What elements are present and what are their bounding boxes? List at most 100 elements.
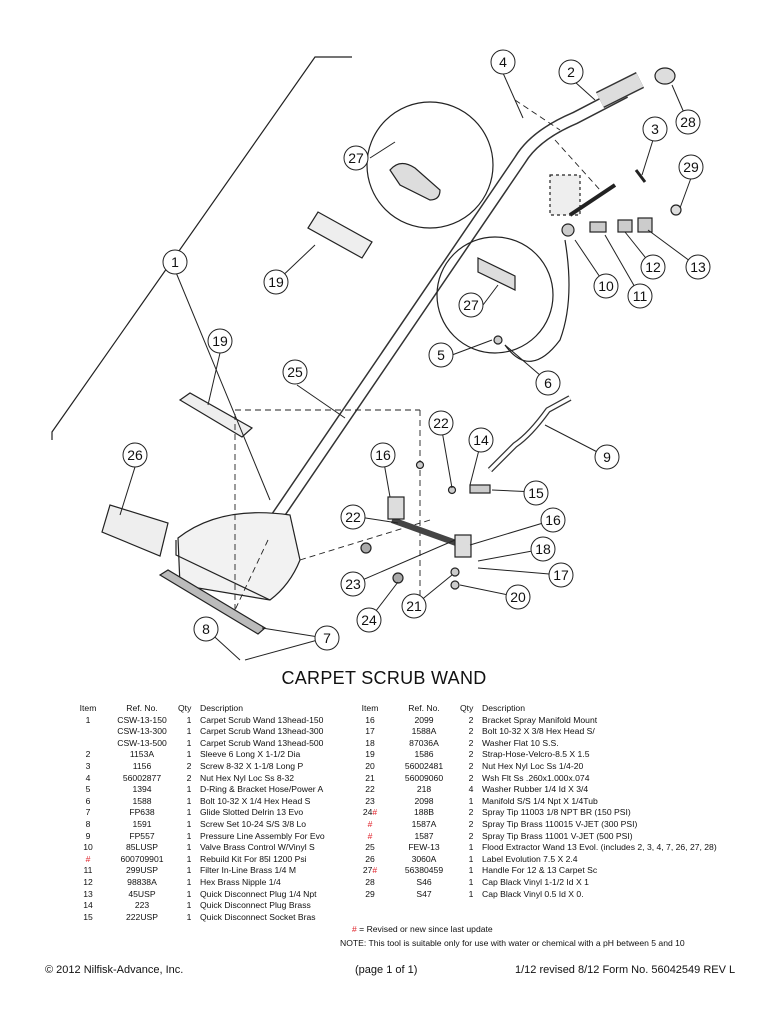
- cell-item: 24#: [362, 807, 378, 818]
- cell-ref: 3060A: [411, 853, 437, 864]
- cell-item: 19: [365, 749, 375, 760]
- cell-desc: Handle For 12 & 13 Carpet Sc: [482, 865, 598, 876]
- callout-3: 3: [642, 116, 668, 142]
- cell-desc: Carpet Scrub Wand 13head-500: [200, 737, 324, 748]
- callout-21: 21: [401, 593, 427, 619]
- cell-qty: 1: [468, 842, 474, 853]
- cell-qty: 2: [468, 749, 474, 760]
- svg-text:19: 19: [268, 274, 284, 290]
- cell-desc: Valve Brass Control W/Vinyl S: [200, 842, 315, 853]
- svg-text:27: 27: [463, 297, 479, 313]
- cell-ref: FEW-13: [408, 842, 440, 853]
- header-description: Description: [482, 703, 525, 713]
- svg-text:3: 3: [651, 121, 659, 137]
- cell-item: #: [85, 853, 91, 864]
- cell-qty: 1: [468, 865, 474, 876]
- cell-desc: Strap-Hose-Velcro-8.5 X 1.5: [482, 749, 590, 760]
- svg-text:24: 24: [361, 612, 377, 628]
- cell-item: 23: [365, 795, 375, 806]
- cell-qty: 2: [186, 760, 192, 771]
- form-number: 1/12 revised 8/12 Form No. 56042549 REV …: [515, 964, 736, 976]
- cell-item: #: [367, 818, 373, 829]
- callout-27a: 27: [343, 145, 369, 171]
- svg-text:9: 9: [603, 449, 611, 465]
- svg-text:11: 11: [633, 288, 648, 304]
- callout-13: 13: [685, 254, 711, 280]
- callout-15: 15: [523, 480, 549, 506]
- callout-6: 6: [535, 370, 561, 396]
- svg-text:12: 12: [645, 259, 661, 275]
- ph-note: NOTE: This tool is suitable only for use…: [340, 938, 685, 948]
- cell-ref: 1394: [132, 784, 152, 795]
- cell-qty: 1: [468, 876, 474, 887]
- cell-ref: CSW-13-300: [117, 726, 167, 737]
- cell-qty: 1: [186, 853, 192, 864]
- callout-16b: 16: [540, 507, 566, 533]
- callout-26: 26: [122, 442, 148, 468]
- svg-text:4: 4: [499, 54, 507, 70]
- svg-text:23: 23: [345, 576, 361, 592]
- cell-ref: 1588A: [411, 726, 437, 737]
- svg-text:13: 13: [690, 259, 706, 275]
- svg-text:16: 16: [375, 447, 391, 463]
- callout-12: 12: [640, 254, 666, 280]
- svg-text:2: 2: [567, 64, 575, 80]
- cell-qty: 1: [186, 749, 192, 760]
- cell-ref: S47: [416, 888, 432, 899]
- callout-19b: 19: [207, 328, 233, 354]
- cell-desc: Hex Brass Nipple 1/4: [200, 876, 281, 887]
- cell-ref: S46: [416, 876, 432, 887]
- cell-ref: CSW-13-150: [117, 714, 167, 725]
- svg-text:22: 22: [345, 509, 361, 525]
- cell-desc: Manifold S/S 1/4 Npt X 1/4Tub: [482, 795, 598, 806]
- callout-14: 14: [468, 427, 494, 453]
- document-title: CARPET SCRUB WAND: [281, 668, 487, 688]
- cell-item: 12: [83, 876, 93, 887]
- cell-item: 10: [83, 842, 93, 853]
- cell-qty: 1: [186, 818, 192, 829]
- cell-item: 7: [85, 807, 91, 818]
- header-item: Item: [79, 703, 97, 713]
- cell-item: 22: [365, 784, 375, 795]
- cell-item: 28: [365, 876, 375, 887]
- cell-item: 5: [85, 784, 91, 795]
- revised-note: # = Revised or new since last update: [352, 924, 493, 934]
- cell-qty: 1: [186, 900, 192, 911]
- cell-desc: Bolt 10-32 X 3/8 Hex Head S/: [482, 726, 595, 737]
- cell-qty: 1: [186, 865, 192, 876]
- cell-desc: Bolt 10-32 X 1/4 Hex Head S: [200, 795, 311, 806]
- cell-ref: 1587: [414, 830, 434, 841]
- cell-item: 13: [83, 888, 93, 899]
- drawing: [51, 56, 682, 635]
- header-qty: Qty: [178, 703, 192, 713]
- cell-ref: 1156: [132, 760, 152, 771]
- callout-29: 29: [678, 154, 704, 180]
- cell-desc: Washer Rubber 1/4 Id X 3/4: [482, 784, 589, 795]
- callout-5: 5: [428, 342, 454, 368]
- cell-ref: 45USP: [128, 888, 156, 899]
- cell-ref: 56380459: [404, 865, 444, 876]
- cell-desc: Nut Hex Nyl Loc Ss 8-32: [200, 772, 295, 783]
- cell-item: 21: [365, 772, 375, 783]
- callout-23: 23: [340, 571, 366, 597]
- cell-ref: 600709901: [120, 853, 164, 864]
- cell-qty: 1: [186, 726, 192, 737]
- cell-desc: Rebuild Kit For 85l 1200 Psi: [200, 853, 307, 864]
- cell-ref: 85LUSP: [125, 842, 158, 853]
- cell-ref: 56002877: [122, 772, 162, 783]
- callout-9: 9: [594, 444, 620, 470]
- callout-8: 8: [193, 616, 219, 642]
- cell-item: 18: [365, 737, 375, 748]
